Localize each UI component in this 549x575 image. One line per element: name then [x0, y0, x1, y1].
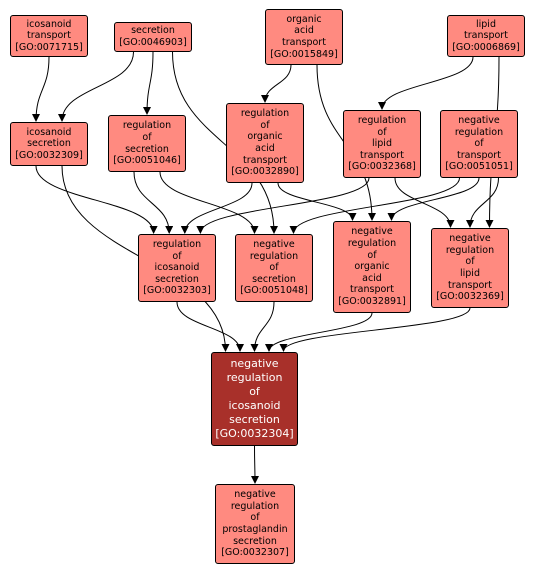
- node-regulation-of-lipid-transport[interactable]: regulation of lipid transport [GO:003236…: [343, 110, 421, 178]
- node-label: regulation of secretion: [122, 120, 172, 155]
- node-label: regulation of lipid transport: [357, 115, 407, 161]
- node-label: negative regulation of prostaglandin sec…: [222, 489, 288, 547]
- node-label: negative regulation of icosanoid secreti…: [226, 357, 283, 426]
- edge-n0046903-to-n0051048: [172, 51, 278, 234]
- node-go-id: [GO:0006869]: [452, 41, 520, 53]
- node-label: negative regulation of lipid transport: [445, 233, 495, 291]
- node-regulation-of-secretion[interactable]: regulation of secretion [GO:0051046]: [108, 115, 186, 172]
- node-go-id: [GO:0032304]: [215, 427, 294, 440]
- node-label: lipid transport: [464, 18, 508, 42]
- node-negative-regulation-of-secretion[interactable]: negative regulation of secretion [GO:005…: [235, 234, 313, 302]
- edge-n0051046-to-n0051048: [159, 171, 259, 234]
- edge-n0051051-to-n0032891: [387, 177, 480, 221]
- node-negative-regulation-of-prostaglandin-secretion[interactable]: negative regulation of prostaglandin sec…: [215, 484, 295, 564]
- node-label: organic acid transport: [282, 13, 326, 48]
- node-label: secretion: [131, 25, 175, 37]
- node-go-id: [GO:0015849]: [270, 48, 338, 60]
- edge-n0015849-to-n0032890: [261, 64, 292, 103]
- edge-n0051051-to-n0032369: [466, 177, 499, 228]
- node-go-id: [GO:0032891]: [338, 295, 406, 307]
- node-go-id: [GO:0032890]: [231, 166, 299, 178]
- node-regulation-of-icosanoid-secretion[interactable]: regulation of icosanoid secretion [GO:00…: [138, 234, 216, 302]
- node-label: regulation of icosanoid secretion: [152, 239, 202, 285]
- node-go-id: [GO:0032309]: [15, 149, 83, 161]
- node-go-id: [GO:0051051]: [445, 161, 513, 173]
- edge-n0051051-to-n0051048: [289, 177, 460, 234]
- node-go-id: [GO:0046903]: [119, 37, 187, 48]
- node-go-id: [GO:0051048]: [240, 285, 308, 297]
- node-lipid-transport[interactable]: lipid transport [GO:0006869]: [447, 15, 525, 57]
- node-negative-regulation-of-lipid-transport[interactable]: negative regulation of lipid transport […: [431, 228, 509, 308]
- edge-n0006869-to-n0032368: [378, 56, 474, 110]
- node-label: icosanoid secretion: [26, 126, 72, 150]
- node-icosanoid-secretion[interactable]: icosanoid secretion [GO:0032309]: [10, 122, 88, 166]
- edge-n0046903-to-n0032309: [58, 51, 134, 122]
- edge-n0051048-to-n0032304: [250, 301, 275, 352]
- node-label: regulation of organic acid transport: [240, 108, 290, 166]
- edge-n0032309-to-n0032303: [35, 165, 158, 234]
- edge-n0032303-to-n0032304: [176, 301, 244, 352]
- node-go-id: [GO:0071715]: [15, 41, 83, 53]
- node-go-id: [GO:0032368]: [348, 161, 416, 173]
- edge-n0071715-to-n0032309: [32, 56, 50, 122]
- edge-n0032304-to-n0032307: [250, 445, 259, 484]
- node-label: negative regulation of organic acid tran…: [347, 226, 397, 296]
- edge-n0032891-to-n0032304: [265, 312, 373, 352]
- node-negative-regulation-of-icosanoid-secretion[interactable]: negative regulation of icosanoid secreti…: [211, 352, 298, 446]
- edge-n0032890-to-n0032303: [180, 182, 253, 234]
- node-label: negative regulation of secretion: [249, 239, 299, 285]
- edge-n0032890-to-n0032891: [277, 182, 357, 221]
- node-regulation-of-organic-acid-transport[interactable]: regulation of organic acid transport [GO…: [226, 103, 304, 183]
- node-label: negative regulation of transport: [454, 115, 504, 161]
- edge-n0032369-to-n0032304: [279, 307, 471, 352]
- node-go-id: [GO:0032307]: [221, 547, 289, 559]
- node-icosanoid-transport[interactable]: icosanoid transport [GO:0071715]: [10, 15, 88, 57]
- node-go-id: [GO:0032369]: [436, 291, 504, 303]
- edge-n0051046-to-n0032303: [133, 171, 174, 234]
- edge-n0046903-to-n0051046: [143, 51, 154, 115]
- node-label: icosanoid transport: [26, 18, 72, 42]
- node-negative-regulation-of-transport[interactable]: negative regulation of transport [GO:005…: [440, 110, 518, 178]
- node-go-id: [GO:0032303]: [143, 285, 211, 297]
- node-negative-regulation-of-organic-acid-transport[interactable]: negative regulation of organic acid tran…: [333, 221, 411, 313]
- node-go-id: [GO:0051046]: [113, 155, 181, 167]
- node-secretion[interactable]: secretion [GO:0046903]: [114, 22, 192, 52]
- edge-n0032368-to-n0032303: [196, 177, 370, 234]
- node-organic-acid-transport[interactable]: organic acid transport [GO:0015849]: [265, 9, 343, 65]
